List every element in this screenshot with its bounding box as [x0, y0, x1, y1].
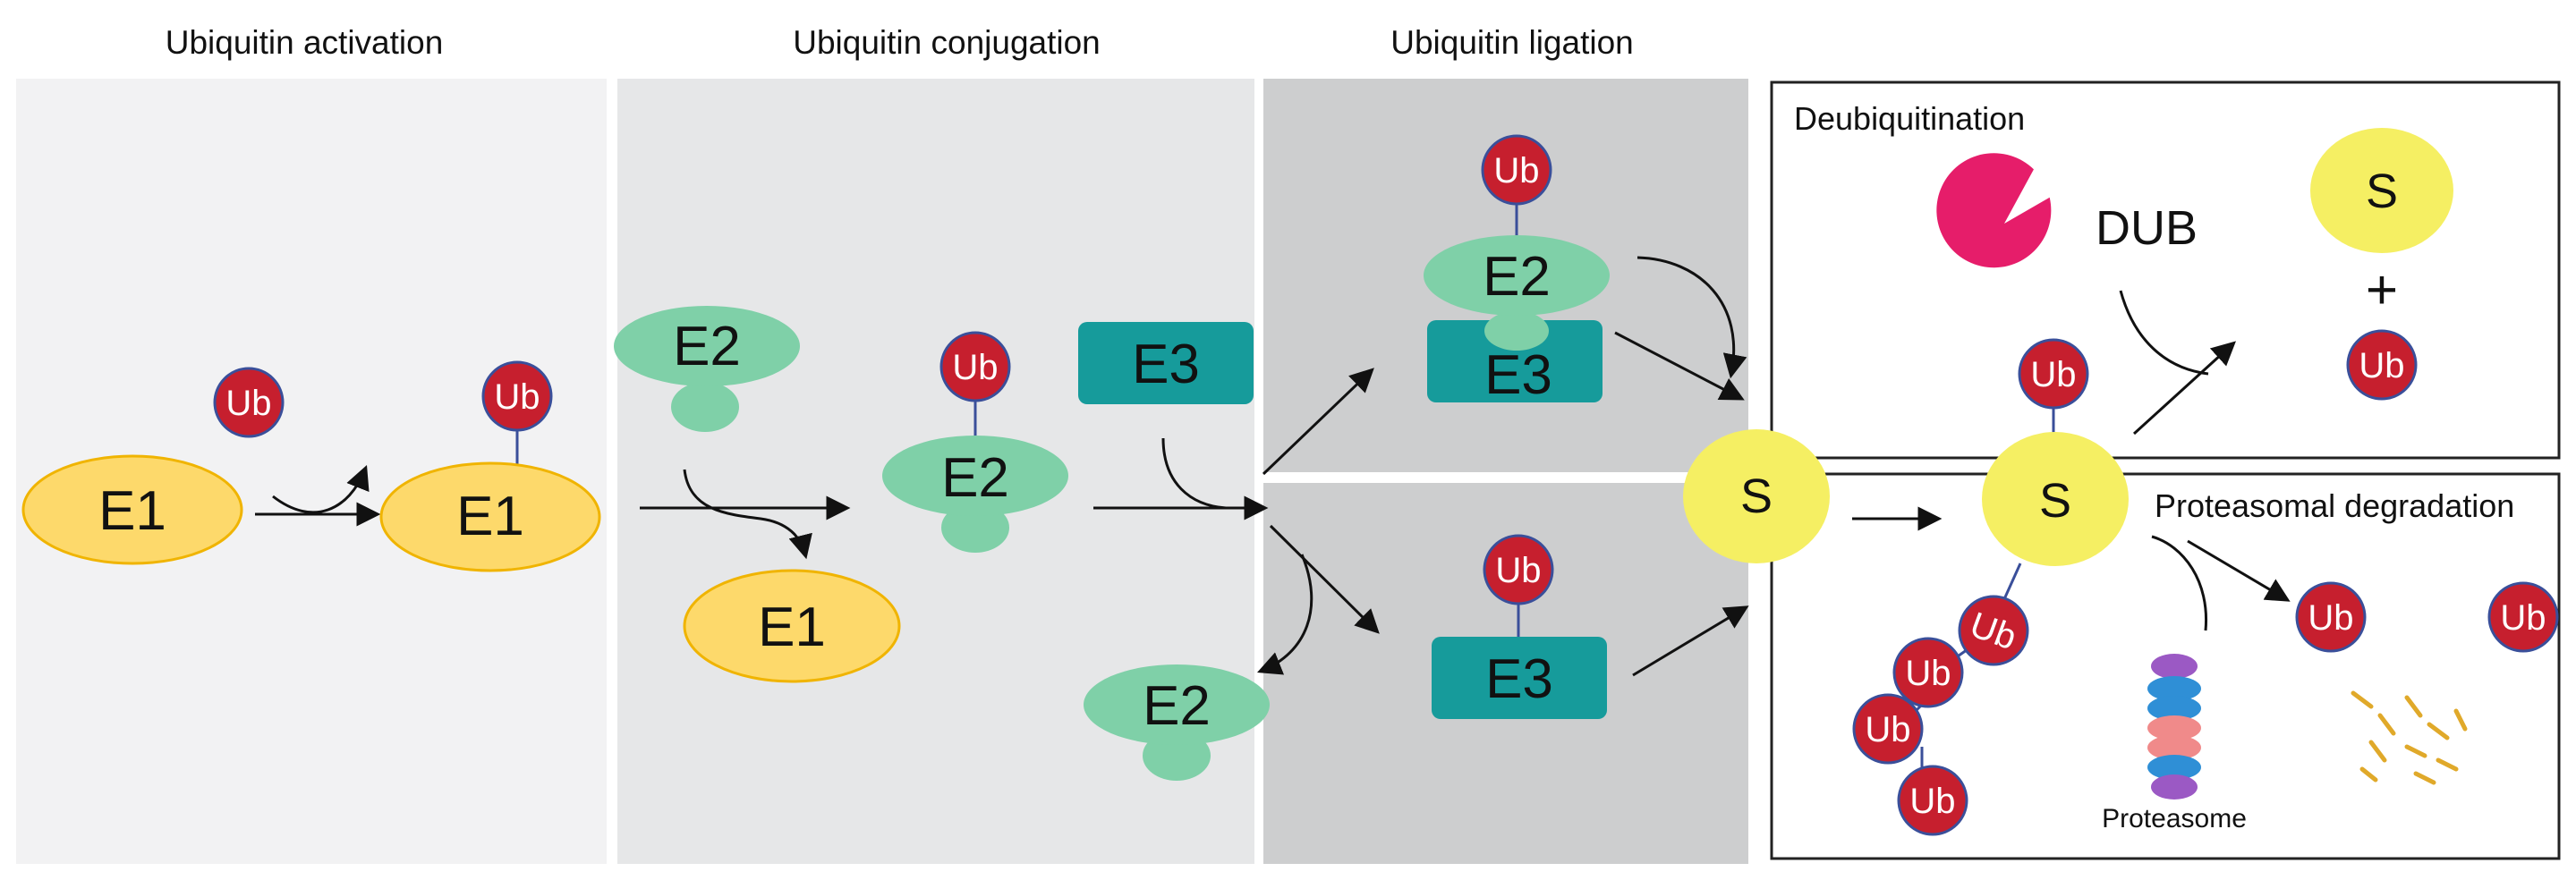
e1-released: E1 — [683, 569, 901, 683]
free-ub-degradation-2: Ub — [2487, 581, 2559, 653]
arrow-to-free-products — [2132, 341, 2236, 436]
svg-text:DUB: DUB — [2096, 201, 2198, 255]
svg-text:Ub: Ub — [2500, 598, 2546, 638]
e3-ub-complex: E3 Ub — [1432, 534, 1607, 719]
svg-text:Ub: Ub — [1905, 654, 1951, 693]
svg-text:E3: E3 — [1484, 344, 1552, 406]
svg-text:Ub: Ub — [225, 384, 271, 423]
arrow-to-degradation-products — [2187, 539, 2291, 602]
deubiquitination-title: Deubiquitination — [1794, 100, 2025, 137]
svg-text:E1: E1 — [758, 597, 826, 658]
arrow-to-e3ub — [1269, 524, 1380, 634]
e3-free: E3 — [1078, 322, 1254, 404]
svg-text:Ub: Ub — [1493, 151, 1539, 190]
e2-release-arrow — [1256, 554, 1314, 675]
e2-ub-complex: E2 Ub — [882, 331, 1068, 553]
svg-text:Ub: Ub — [1495, 551, 1541, 590]
e2-e3-ub-complex: E3 E2 Ub — [1424, 134, 1610, 406]
svg-text:S: S — [2039, 474, 2071, 528]
svg-text:E3: E3 — [1132, 334, 1200, 395]
activation-title: Ubiquitin activation — [166, 24, 444, 61]
svg-text:E2: E2 — [673, 316, 741, 377]
free-ub-dub: Ub — [2346, 329, 2418, 401]
e1-release-arrow — [683, 469, 812, 560]
svg-text:E2: E2 — [941, 447, 1009, 509]
proteasome-icon — [2147, 654, 2201, 800]
dub-enzyme: DUB — [1936, 153, 2198, 268]
svg-text:Ub: Ub — [2030, 355, 2076, 394]
svg-text:E2: E2 — [1143, 675, 1211, 737]
ligation-top-curve — [1637, 256, 1747, 379]
ligation-title: Ubiquitin ligation — [1390, 24, 1634, 61]
conjugation-title: Ubiquitin conjugation — [793, 24, 1101, 61]
e3-join-curve — [1161, 437, 1227, 510]
svg-text:S: S — [2366, 165, 2398, 218]
free-ub-degradation-1: Ub — [2295, 581, 2367, 653]
svg-text:E3: E3 — [1485, 648, 1553, 710]
activation-curve-arrow — [272, 464, 370, 514]
e1-ub-complex: E1 Ub — [379, 360, 601, 572]
arrow-top-to-substrate — [1614, 331, 1745, 401]
svg-text:E1: E1 — [98, 480, 166, 542]
polyubiquitin-chain: Ub Ub Ub Ub — [1852, 595, 2029, 836]
svg-text:Ub: Ub — [1865, 710, 1910, 749]
svg-text:S: S — [1740, 470, 1773, 523]
svg-text:E2: E2 — [1483, 246, 1551, 308]
e1-free: E1 — [21, 454, 243, 565]
arrow-bottom-to-substrate — [1632, 605, 1749, 677]
svg-text:Ub: Ub — [1909, 782, 1955, 821]
svg-text:Ub: Ub — [2359, 346, 2404, 385]
ubiquitinated-substrate: S Ub — [1982, 338, 2129, 600]
arrow-to-e2e3 — [1262, 368, 1374, 476]
svg-text:Ub: Ub — [494, 377, 540, 417]
peptide-fragments-icon — [2351, 690, 2468, 785]
proteasome-label: Proteasome — [2102, 804, 2247, 833]
deubiquitination-box — [1770, 80, 2561, 460]
svg-text:Ub: Ub — [2308, 598, 2353, 638]
free-substrate: S — [2310, 128, 2453, 253]
svg-text:E1: E1 — [456, 486, 524, 547]
e2-free: E2 — [614, 306, 800, 432]
svg-text:Ub: Ub — [952, 348, 998, 387]
ub-free-activation: Ub — [213, 367, 285, 438]
degradation-curve — [2151, 535, 2208, 631]
substrate: S — [1683, 429, 1830, 563]
degradation-title: Proteasomal degradation — [2155, 487, 2514, 524]
plus-sign: + — [2366, 259, 2398, 321]
e2-released: E2 — [1084, 664, 1270, 781]
dub-curve — [2119, 290, 2209, 376]
